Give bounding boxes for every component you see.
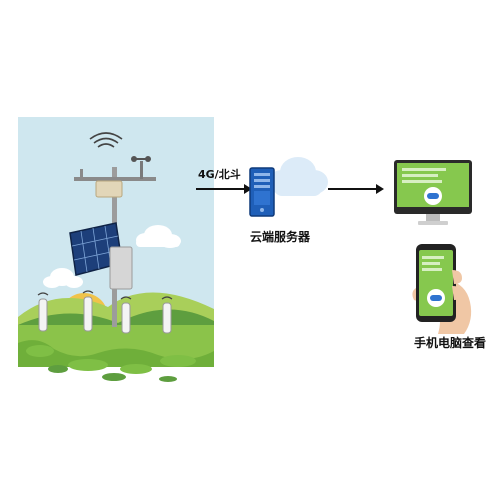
server-label: 云端服务器: [250, 230, 311, 244]
robot-icon: [424, 187, 442, 205]
smartphone-icon: [412, 244, 472, 334]
viewer-label: 手机电脑查看: [414, 336, 487, 350]
monitor-icon: [394, 160, 472, 225]
soil-sensor-icon: [37, 290, 173, 334]
wifi-signal-icon: [89, 132, 123, 148]
sky-cloud-icon: [136, 225, 181, 248]
server-icon: [249, 167, 275, 217]
link-label: 4G/北斗: [198, 168, 241, 181]
anemometer-icon: [131, 156, 151, 179]
arrow-to-monitor: [328, 184, 384, 194]
arrow-to-server: [196, 184, 252, 194]
weather-station-scene: [18, 117, 214, 382]
cloud-icon: [268, 157, 328, 196]
